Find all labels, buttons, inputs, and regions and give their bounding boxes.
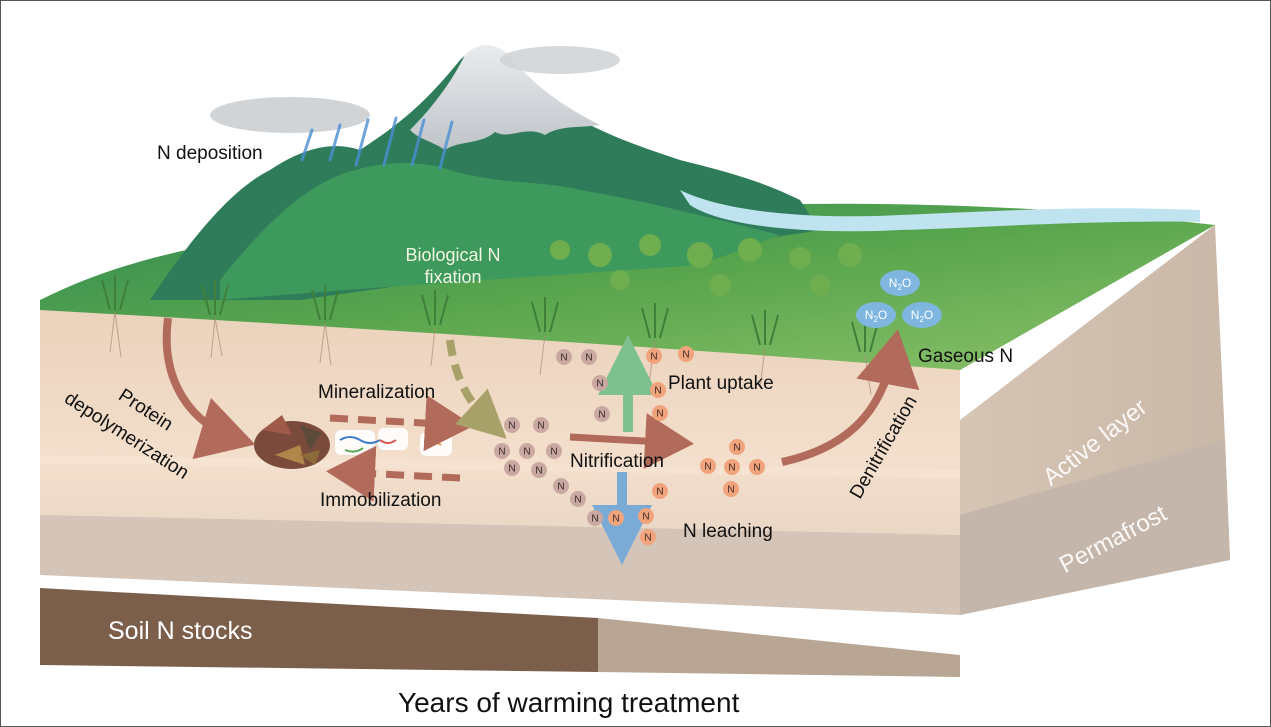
ammonium-dot-label-10: N <box>508 464 515 475</box>
nitrate-dot-5 <box>729 439 745 455</box>
ammonium-dot-label-2: N <box>585 353 592 364</box>
ammonium-dot-11 <box>531 462 547 478</box>
nitrate-dot-3 <box>650 382 666 398</box>
immobilization-label: Immobilization <box>320 490 442 511</box>
ammonium-dot-5 <box>504 417 520 433</box>
ammonium-dot-6 <box>533 417 549 433</box>
nitrate-dot-6 <box>700 458 716 474</box>
snow-peak <box>410 45 600 150</box>
nitrification-label: Nitrification <box>570 451 664 472</box>
ammonium-dot-label-6: N <box>537 421 544 432</box>
nitrate-dot-1 <box>646 348 662 364</box>
ammonium-dot-label-13: N <box>574 495 581 506</box>
ammonium-dot-9 <box>546 443 562 459</box>
mineralization-arrow <box>329 395 474 452</box>
nitrate-dot-label-1: N <box>650 352 657 363</box>
ammonium-dot-label-9: N <box>550 447 557 458</box>
ammonium-dot-8 <box>519 443 535 459</box>
ammonium-dot-label-14: N <box>591 514 598 525</box>
ammonium-dot-4 <box>594 406 610 422</box>
soil-n-stocks-label: Soil N stocks <box>108 617 253 645</box>
nitrate-dot-label-11: N <box>642 512 649 523</box>
river <box>680 190 1200 232</box>
ammonium-dot-label-1: N <box>560 353 567 364</box>
ammonium-dot-label-7: N <box>498 447 505 458</box>
n2o-cloud-top: N2O <box>880 270 920 296</box>
svg-text:N2O: N2O <box>889 276 911 292</box>
ammonium-dot-label-3: N <box>596 379 603 390</box>
nitrate-dot-8 <box>749 459 765 475</box>
biological-n-fixation-label: Biological N fixation <box>388 244 518 288</box>
nitrate-dot-label-12: N <box>644 533 651 544</box>
nitrate-dot-7 <box>724 459 740 475</box>
biological-n-fixation-line2: fixation <box>424 267 482 287</box>
x-axis-label: Years of warming treatment <box>398 687 740 718</box>
nitrate-dot-label-2: N <box>682 350 689 361</box>
biological-n-fixation-line1: Biological N <box>405 245 501 265</box>
nitrate-dot-label-10: N <box>656 487 663 498</box>
nitrate-dot-11 <box>638 508 654 524</box>
ammonium-dot-label-12: N <box>557 482 564 493</box>
cloud-right <box>500 46 620 74</box>
svg-text:N2O: N2O <box>911 308 933 324</box>
nitrate-dot-4 <box>652 405 668 421</box>
nitrate-dot-label-3: N <box>654 386 661 397</box>
ammonium-dot-12 <box>553 478 569 494</box>
nitrification-arrow <box>569 413 694 470</box>
nitrate-dot-10 <box>652 483 668 499</box>
mountain-green-slopes <box>220 163 780 300</box>
ammonium-dot-13 <box>570 491 586 507</box>
plant-uptake-label: Plant uptake <box>668 373 774 394</box>
ammonium-dot-label-5: N <box>508 421 515 432</box>
permafrost-front-band <box>40 515 960 615</box>
n2o-cloud-left: N2O <box>856 302 896 328</box>
n2o-cloud-right: N2O <box>902 302 942 328</box>
rain-streaks <box>300 116 454 170</box>
cloud-left <box>210 97 370 133</box>
ammonium-dot-label-8: N <box>523 447 530 458</box>
immobilization-arrow <box>326 445 461 502</box>
nitrate-dot-label-13: N <box>612 514 619 525</box>
soil-n-stocks-bar-dark <box>40 588 598 672</box>
nitrate-dot-13 <box>608 510 624 526</box>
ammonium-dot-1 <box>556 349 572 365</box>
nitrate-dot-label-7: N <box>728 463 735 474</box>
soil-n-stocks-bar-light <box>598 618 960 677</box>
protein-depolymerization-arrow <box>162 317 256 460</box>
nitrate-dot-label-9: N <box>727 485 734 496</box>
organic-matter-pile <box>254 415 330 469</box>
ammonium-dot-2 <box>581 349 597 365</box>
nitrate-dot-label-5: N <box>733 443 740 454</box>
nitrate-dot-label-4: N <box>656 409 663 420</box>
n-leaching-label: N leaching <box>683 521 773 542</box>
ammonium-dot-14 <box>587 510 603 526</box>
ammonium-dot-3 <box>592 375 608 391</box>
nitrate-dot-12 <box>640 529 656 545</box>
nitrate-dot-2 <box>678 346 694 362</box>
shrubs <box>550 234 862 296</box>
ammonium-dot-10 <box>504 460 520 476</box>
nitrate-dot-label-8: N <box>753 463 760 474</box>
ammonium-dot-7 <box>494 443 510 459</box>
mineralization-label: Mineralization <box>318 382 436 403</box>
permafrost-side-band <box>960 440 1230 615</box>
gaseous-n-label: Gaseous N <box>918 346 1014 367</box>
nitrate-dot-label-6: N <box>704 462 711 473</box>
denitrification-arrow <box>781 329 920 466</box>
biological-n-fixation-arrow <box>446 339 507 439</box>
svg-text:N2O: N2O <box>865 308 887 324</box>
ammonium-dot-label-4: N <box>598 410 605 421</box>
n-deposition-label: N deposition <box>157 143 263 164</box>
nitrate-dot-9 <box>723 481 739 497</box>
ammonium-dot-label-11: N <box>535 466 542 477</box>
